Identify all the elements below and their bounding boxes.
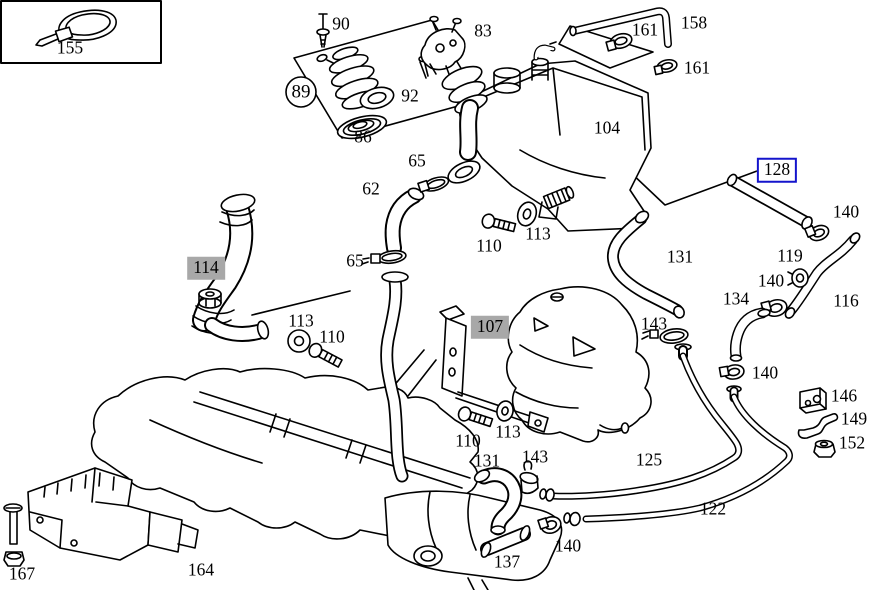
vertical-pipe-drawing — [382, 272, 408, 476]
expansion-tank-drawing — [419, 42, 651, 231]
balloon-89-circle — [286, 77, 316, 107]
part-label-116[interactable]: 116 — [833, 290, 859, 311]
engine-cover-drawing — [92, 350, 479, 539]
part-label-140-3[interactable]: 140 — [751, 362, 779, 383]
part-label-134[interactable]: 134 — [722, 288, 750, 309]
nut-152-drawing — [814, 441, 835, 458]
part-label-113-1[interactable]: 113 — [288, 310, 314, 331]
part-label-119[interactable]: 119 — [777, 245, 803, 266]
part-label-113-2[interactable]: 113 — [525, 223, 551, 244]
part-label-89[interactable]: 89 — [291, 81, 311, 103]
part-label-140-4[interactable]: 140 — [554, 535, 582, 556]
part-label-149[interactable]: 149 — [840, 408, 868, 429]
part-label-161-1[interactable]: 161 — [631, 19, 659, 40]
clamp-140-c-drawing — [719, 363, 745, 380]
part-label-164[interactable]: 164 — [187, 559, 215, 580]
washer-bolt-left-drawing — [288, 330, 343, 370]
ring-92-drawing — [358, 84, 396, 112]
grommet-119-drawing — [788, 269, 808, 287]
pipe-122-drawing — [563, 386, 789, 526]
hose-131-right-drawing — [613, 209, 686, 320]
nut-114-drawing — [199, 289, 221, 308]
part-label-152[interactable]: 152 — [838, 432, 866, 453]
part-label-113-3[interactable]: 113 — [495, 421, 521, 442]
part-label-110-3[interactable]: 110 — [455, 430, 481, 451]
part-label-65-upper[interactable]: 65 — [408, 150, 426, 171]
mount-146-drawing — [800, 388, 826, 413]
part-label-137[interactable]: 137 — [493, 551, 521, 572]
part-label-122[interactable]: 122 — [699, 498, 727, 519]
clamp-143-bottom-drawing — [519, 461, 539, 493]
bracket-149-drawing — [798, 414, 837, 438]
part-label-107[interactable]: 107 — [470, 315, 510, 339]
tank-neck-drawing — [439, 62, 489, 188]
part-label-158[interactable]: 158 — [680, 12, 708, 33]
part-label-140-2[interactable]: 140 — [757, 270, 785, 291]
part-label-140-1[interactable]: 140 — [832, 201, 860, 222]
vent-tube-158-drawing — [570, 11, 678, 74]
clamp-65-upper-drawing — [418, 174, 450, 193]
clamp-140-a-drawing — [805, 223, 831, 243]
hose-134-drawing — [731, 309, 771, 361]
part-label-90[interactable]: 90 — [332, 13, 350, 34]
bolt-167-drawing — [4, 504, 24, 566]
heat-shield-drawing — [28, 468, 198, 560]
part-label-161-2[interactable]: 161 — [683, 57, 711, 78]
part-label-62[interactable]: 62 — [362, 178, 380, 199]
hose-131-bottom-drawing — [473, 468, 515, 534]
part-label-114[interactable]: 114 — [187, 256, 225, 280]
part-label-131-1[interactable]: 131 — [666, 246, 694, 267]
bolt-90-drawing — [317, 14, 329, 47]
clamp-140-b-drawing — [761, 297, 789, 318]
part-label-143-2[interactable]: 143 — [521, 446, 549, 467]
bracket-107-drawing — [440, 306, 548, 432]
part-label-125[interactable]: 125 — [635, 449, 663, 470]
part-label-167[interactable]: 167 — [8, 563, 36, 584]
air-duct-drawing — [385, 491, 562, 590]
part-label-83[interactable]: 83 — [474, 20, 492, 41]
part-label-110-1[interactable]: 110 — [319, 326, 345, 347]
part-label-128-selected[interactable]: 128 — [756, 157, 798, 183]
hose-137-drawing — [479, 525, 531, 559]
part-label-155[interactable]: 155 — [56, 37, 84, 58]
seal-86-drawing — [335, 111, 388, 143]
legend-box-155 — [1, 1, 161, 63]
part-label-110-2[interactable]: 110 — [476, 235, 502, 256]
clamp-143-right-drawing — [642, 327, 689, 345]
part-label-65-left[interactable]: 65 — [346, 250, 364, 271]
part-label-146[interactable]: 146 — [830, 385, 858, 406]
pipe-125-drawing — [539, 344, 739, 502]
washer-bolt-bottom-drawing — [457, 400, 515, 430]
hose-116-drawing — [784, 231, 862, 320]
pump-housing-drawing — [507, 287, 651, 442]
part-label-131-2[interactable]: 131 — [473, 450, 501, 471]
part-label-92[interactable]: 92 — [401, 85, 419, 106]
part-label-143-1[interactable]: 143 — [640, 313, 668, 334]
part-83-drawing — [421, 17, 465, 75]
part-label-86[interactable]: 86 — [354, 126, 372, 147]
elbow-62-drawing — [362, 186, 425, 265]
washer-bolt-tank-drawing — [481, 200, 539, 235]
hose-128-drawing — [726, 173, 815, 231]
clamp-140-d-drawing — [538, 514, 563, 535]
part-label-104[interactable]: 104 — [593, 117, 621, 138]
